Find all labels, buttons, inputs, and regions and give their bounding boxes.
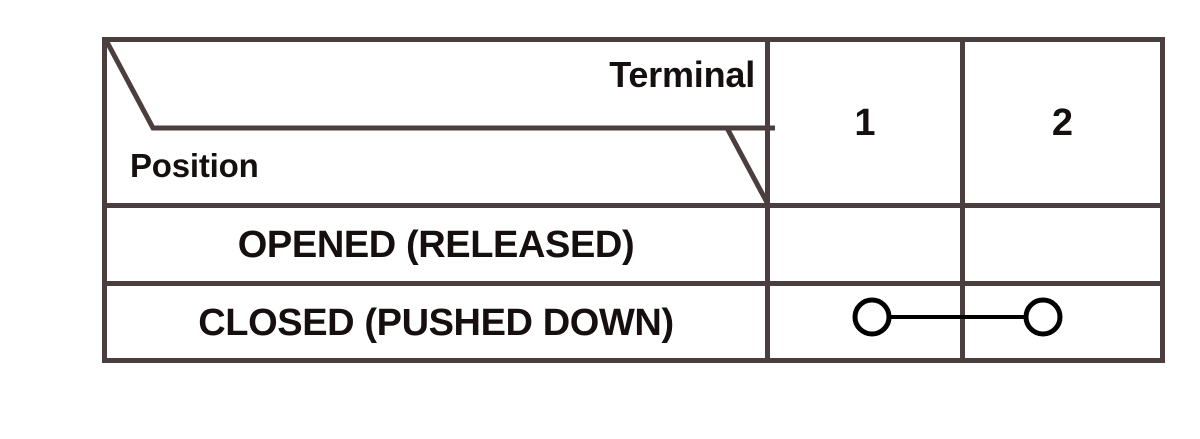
row-divider-opened-closed bbox=[102, 281, 1165, 286]
header-terminal-label: Terminal bbox=[609, 54, 755, 95]
column-header-terminal-1: 1 bbox=[854, 101, 876, 144]
column-header-terminal-2: 2 bbox=[1051, 101, 1074, 144]
row-label-opened: OPENED (RELEASED) bbox=[237, 223, 635, 266]
terminal-node-2-icon bbox=[1023, 297, 1063, 337]
terminal-node-1-icon bbox=[852, 297, 892, 337]
column-divider-terminal-2 bbox=[960, 37, 965, 363]
continuity-table: Terminal Position 1 2 OPENED (RELEASED) … bbox=[102, 37, 1165, 363]
header-position-label: Position bbox=[130, 147, 259, 184]
row-label-closed: CLOSED (PUSHED DOWN) bbox=[198, 301, 674, 344]
row-divider-header bbox=[102, 203, 1165, 208]
